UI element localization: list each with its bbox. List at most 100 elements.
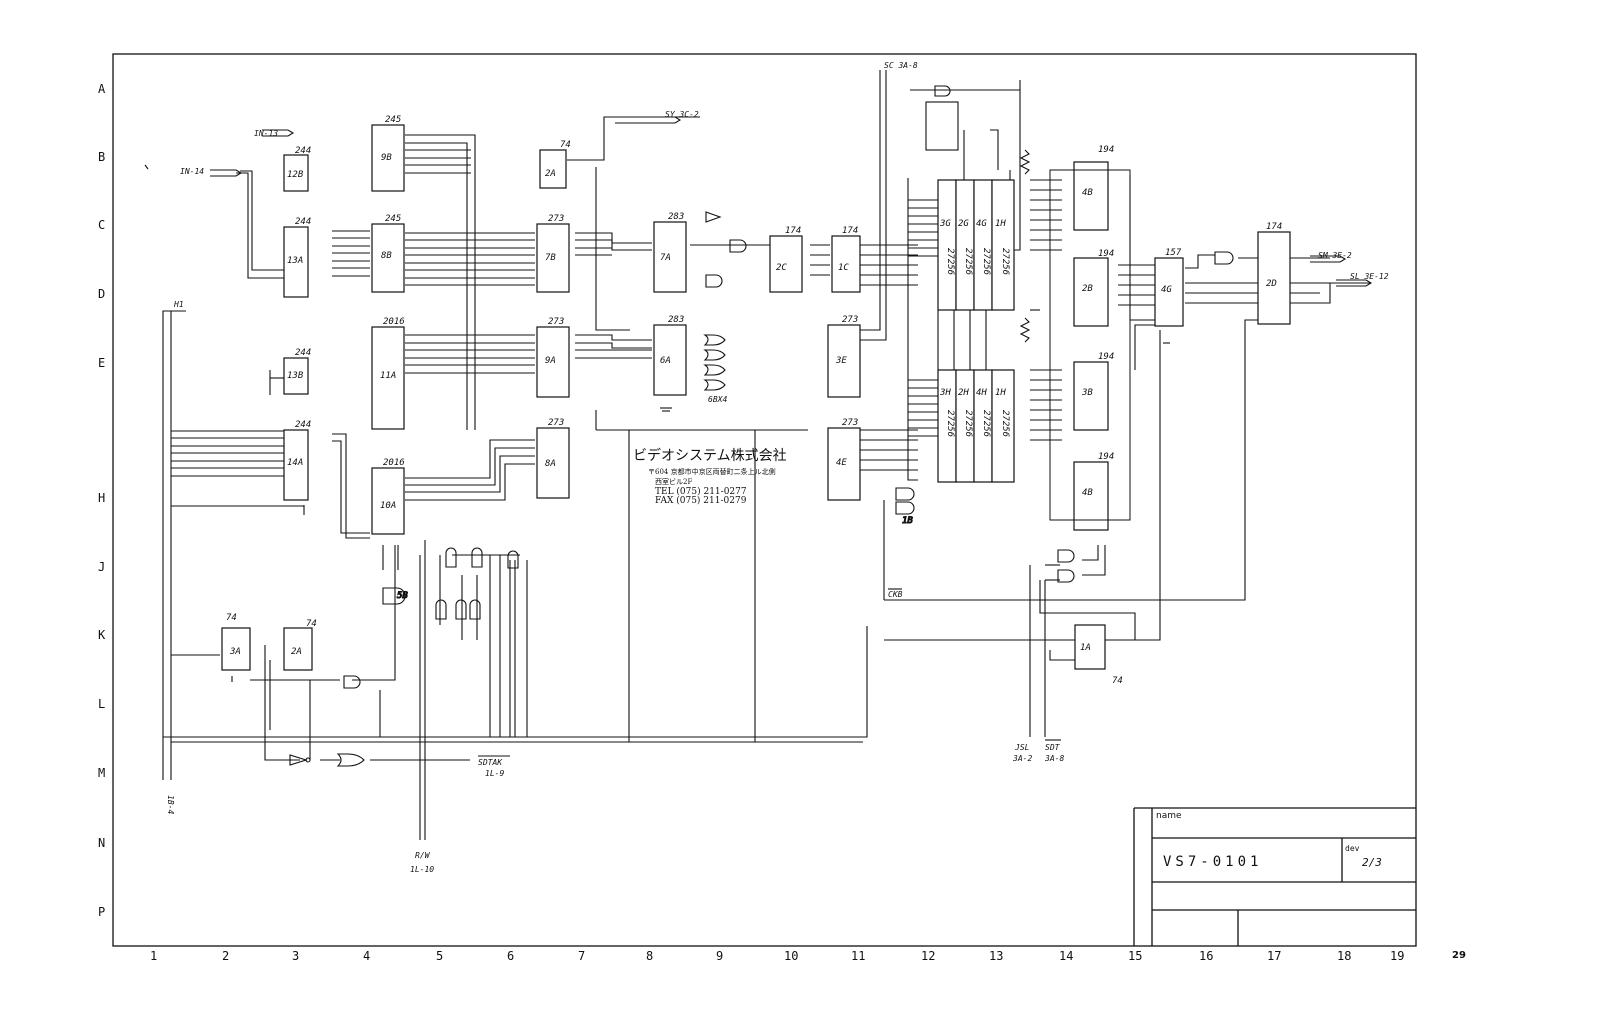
shift-register-frame <box>1049 169 1131 521</box>
ic-body <box>221 627 251 671</box>
ic-type: 273 <box>548 418 564 428</box>
ic-location: 6A <box>660 356 671 366</box>
ic-body <box>283 226 309 298</box>
sheet-number: 2/3 <box>1362 856 1382 869</box>
ic-4e: 273 4E <box>827 418 861 501</box>
ic-body <box>283 357 309 395</box>
col-label: 4 <box>363 949 370 963</box>
connector-sy <box>615 116 682 124</box>
signal-sdt-ref: 3A-8 <box>1044 754 1064 763</box>
gate-7b <box>705 274 723 288</box>
ic-type: 194 <box>1098 352 1114 362</box>
ic-location: 2A <box>291 647 302 657</box>
ic-location: 4B <box>1082 488 1093 498</box>
ic-body <box>283 154 309 192</box>
eprom-1h-lower <box>991 369 1015 483</box>
ic-location: 2H <box>958 388 969 398</box>
ic-3e: 273 3E <box>827 315 861 398</box>
col-label: 15 <box>1128 949 1142 963</box>
rev-label: dev <box>1345 844 1360 853</box>
page-number: 29 <box>1452 950 1466 961</box>
ic-3a-ff: 74 3A <box>221 613 251 671</box>
eprom-4g <box>973 179 993 311</box>
col-label: 18 <box>1337 949 1351 963</box>
signal-sm: SM 3E-2 <box>1318 251 1352 260</box>
ic-type: 74 <box>226 613 237 623</box>
ic-157: 157 4G <box>1154 248 1184 327</box>
nand-gate-lower-mid <box>455 599 467 620</box>
col-label: 6 <box>507 949 514 963</box>
ic-location: 2D <box>1266 279 1277 289</box>
ic-location: 3B <box>1081 388 1093 398</box>
col-label: 2 <box>222 949 229 963</box>
ic-location: 11A <box>380 371 396 381</box>
ic-body <box>283 429 309 501</box>
ic-13a-lower: 244 13A <box>283 217 311 298</box>
row-label: H <box>98 491 105 505</box>
ic-body <box>827 427 861 501</box>
ic-type: 157 <box>1165 248 1182 258</box>
ic-location: 3G <box>939 219 951 229</box>
ic-location: 4H <box>976 388 987 398</box>
ic-10a: 2016 10A <box>371 458 405 535</box>
nand-gate-5b <box>382 587 406 605</box>
col-label: 19 <box>1390 949 1404 963</box>
signal-h1: H1 <box>173 300 184 309</box>
row-label: N <box>98 836 105 850</box>
connector-in14 <box>210 169 243 177</box>
signal-sdtak: SDTAK <box>478 758 503 767</box>
col-label: 10 <box>784 949 798 963</box>
ic-body <box>831 235 861 293</box>
ic-9b: 245 9B <box>371 115 405 192</box>
ic-11a: 2016 11A <box>371 317 405 430</box>
col-label: 8 <box>646 949 653 963</box>
ic-type: 245 <box>385 115 401 125</box>
ic-location: 3H <box>939 388 951 398</box>
or-gate-10c <box>336 753 365 767</box>
wiring <box>162 70 1370 840</box>
nand-gate-upper-left <box>445 547 457 568</box>
ic-2a-ff: 74 2A <box>283 619 317 671</box>
ic-body <box>283 627 313 671</box>
company-name: ビデオシステム株式会社 <box>633 447 787 464</box>
ic-body <box>371 326 405 430</box>
ic-location: 3E <box>835 356 847 366</box>
col-label: 13 <box>989 949 1003 963</box>
ic-location: 10A <box>380 501 396 511</box>
ic-2c: 174 2C <box>769 226 803 293</box>
col-label: 1 <box>150 949 157 963</box>
ic-location: 13A <box>287 256 303 266</box>
row-label: J <box>98 560 105 574</box>
ic-6a: 283 6A <box>653 315 687 396</box>
ic-body <box>769 235 803 293</box>
ic-type: 174 <box>1266 222 1282 232</box>
col-label: 11 <box>851 949 865 963</box>
resistor-lower <box>1019 317 1031 343</box>
ic-type: 194 <box>1098 145 1114 155</box>
ic-type: 27256 <box>945 248 955 275</box>
ic-type: 283 <box>668 212 684 222</box>
stray-mark <box>144 164 149 170</box>
eprom-bank-lower: 3H 2H 4H 1H 27256 27256 27256 27256 <box>937 369 1015 483</box>
signal-rw: R/W <box>415 851 431 860</box>
col-label: 7 <box>578 949 585 963</box>
ic-2d: 174 2D <box>1257 222 1291 325</box>
signal-jsl-ref: 3A-2 <box>1012 754 1032 763</box>
signal-sdt: SDT <box>1045 743 1061 752</box>
ic-1a-ff: 74 1A <box>1074 624 1123 686</box>
ic-location: 7B <box>545 253 556 263</box>
company-address-1: 〒604 京都市中京区両替町二条上ル北側 <box>648 467 776 476</box>
ic-type: 2016 <box>383 458 405 468</box>
nand-gate-lower-right <box>469 599 481 620</box>
signal-ckb: CKB <box>888 590 903 599</box>
eprom-3g <box>937 179 957 311</box>
signal-6bx4: 6BX4 <box>708 395 727 404</box>
ic-body <box>539 149 567 189</box>
ic-location: 4G <box>976 219 987 229</box>
ic-type: 244 <box>295 420 311 430</box>
ic-7b: 273 7B <box>536 214 570 293</box>
ic-14a: 244 14A <box>283 420 311 501</box>
ic-type: 27256 <box>963 248 973 275</box>
ic-type: 174 <box>842 226 858 236</box>
